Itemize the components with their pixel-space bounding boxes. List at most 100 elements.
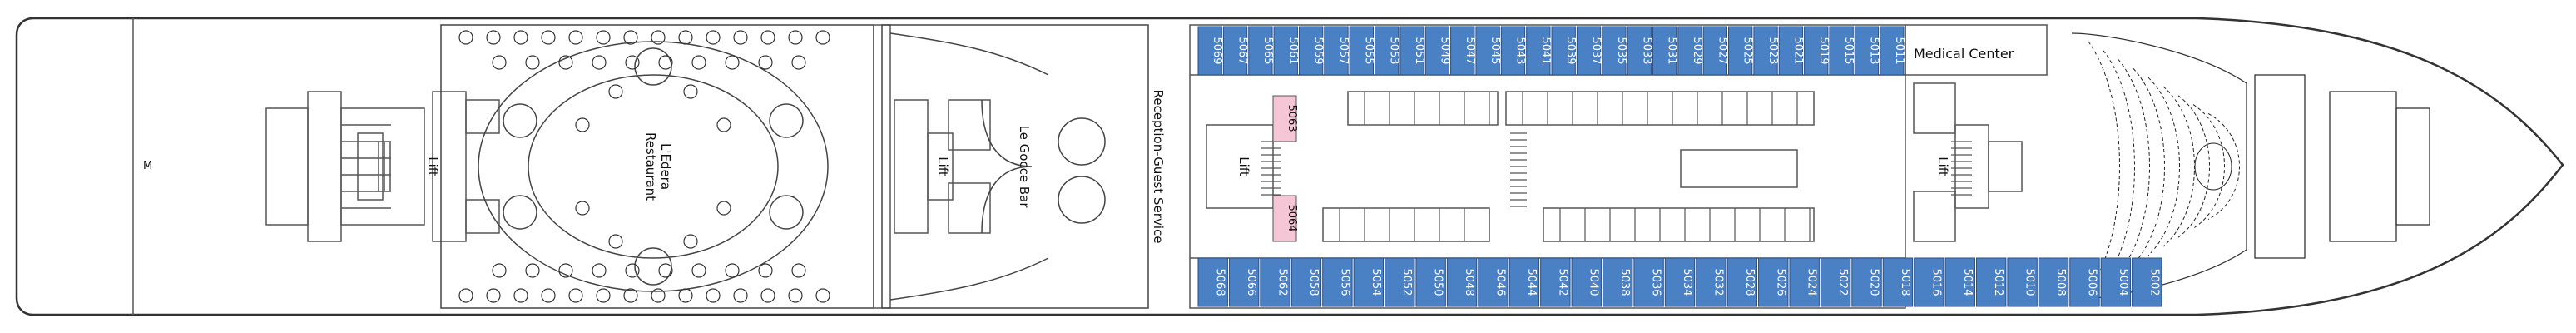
- medical-center-label: Medical Center: [1914, 46, 2014, 62]
- special-cabin-5063[interactable]: 5063: [1272, 95, 1298, 142]
- table-icon: [716, 201, 731, 216]
- cabin-label: 5008: [2054, 268, 2067, 296]
- cabin-5012[interactable]: 5012: [1975, 257, 2007, 307]
- cabin-label: 5027: [1716, 37, 1728, 64]
- cabin-5047[interactable]: 5047: [1450, 26, 1476, 76]
- cabin-5040[interactable]: 5040: [1571, 257, 1602, 307]
- cabin-5048[interactable]: 5048: [1446, 257, 1478, 307]
- cabin-label: 5037: [1590, 37, 1603, 64]
- cabin-5038[interactable]: 5038: [1602, 257, 1633, 307]
- table-icon: [716, 117, 731, 132]
- cabin-5027[interactable]: 5027: [1702, 26, 1728, 76]
- cabin-label: 5028: [1743, 268, 1756, 296]
- cabin-5037[interactable]: 5037: [1576, 26, 1603, 76]
- cabin-5062[interactable]: 5062: [1260, 257, 1290, 307]
- cabin-label: 5031: [1666, 37, 1678, 64]
- table-icon: [486, 30, 501, 45]
- cabin-5050[interactable]: 5050: [1415, 257, 1446, 307]
- cabin-5042[interactable]: 5042: [1540, 257, 1571, 307]
- cabin-5031[interactable]: 5031: [1652, 26, 1678, 76]
- cabin-5051[interactable]: 5051: [1399, 26, 1425, 76]
- cabin-5028[interactable]: 5028: [1726, 257, 1758, 307]
- cabin-5046[interactable]: 5046: [1478, 257, 1508, 307]
- cabin-5015[interactable]: 5015: [1829, 26, 1855, 76]
- cabin-5059[interactable]: 5059: [1298, 26, 1325, 76]
- cabin-label: 5069: [1211, 37, 1223, 64]
- special-cabin-5064[interactable]: 5064: [1272, 195, 1298, 242]
- table-icon: [651, 288, 666, 303]
- cabin-5016[interactable]: 5016: [1914, 257, 1944, 307]
- table-icon: [623, 30, 638, 45]
- table-icon: [568, 30, 583, 45]
- table-icon: [625, 55, 640, 70]
- cabin-label: 5062: [1276, 268, 1289, 296]
- cabin-label: 5051: [1413, 37, 1425, 64]
- cabin-5065[interactable]: 5065: [1248, 26, 1274, 76]
- cabin-5011[interactable]: 5011: [1880, 26, 1905, 76]
- lift-label-center: Lift: [935, 157, 950, 176]
- cabin-5014[interactable]: 5014: [1944, 257, 1975, 307]
- cabin-5024[interactable]: 5024: [1789, 257, 1820, 307]
- cabin-label: 5023: [1766, 37, 1779, 64]
- cabin-5052[interactable]: 5052: [1385, 257, 1415, 307]
- cabin-5036[interactable]: 5036: [1633, 257, 1664, 307]
- cabin-5033[interactable]: 5033: [1627, 26, 1652, 76]
- cabin-5061[interactable]: 5061: [1273, 26, 1299, 76]
- cabin-5055[interactable]: 5055: [1349, 26, 1375, 76]
- cabin-5035[interactable]: 5035: [1602, 26, 1627, 76]
- cabin-5020[interactable]: 5020: [1851, 257, 1882, 307]
- cabin-5066[interactable]: 5066: [1228, 257, 1260, 307]
- cabin-5019[interactable]: 5019: [1804, 26, 1830, 76]
- cabin-5008[interactable]: 5008: [2038, 257, 2069, 307]
- table-icon: [678, 288, 693, 303]
- table-icon: [733, 288, 748, 303]
- cabin-5041[interactable]: 5041: [1526, 26, 1552, 76]
- table-icon: [706, 30, 721, 45]
- cabin-5034[interactable]: 5034: [1664, 257, 1696, 307]
- table-icon: [683, 84, 698, 99]
- cabin-5029[interactable]: 5029: [1677, 26, 1703, 76]
- table-icon: [658, 55, 673, 70]
- cabin-5021[interactable]: 5021: [1778, 26, 1804, 76]
- cabin-label: 5022: [1836, 268, 1849, 296]
- cabin-5069[interactable]: 5069: [1197, 26, 1223, 76]
- cabin-label: 5032: [1712, 268, 1724, 296]
- cabin-label: 5047: [1464, 37, 1476, 64]
- cabin-5006[interactable]: 5006: [2069, 257, 2100, 307]
- table-icon: [788, 288, 803, 303]
- cabin-5039[interactable]: 5039: [1551, 26, 1577, 76]
- cabin-5045[interactable]: 5045: [1475, 26, 1501, 76]
- cabin-label: 5043: [1513, 37, 1526, 64]
- cabin-5032[interactable]: 5032: [1696, 257, 1726, 307]
- cabin-5049[interactable]: 5049: [1424, 26, 1450, 76]
- cabin-5023[interactable]: 5023: [1753, 26, 1779, 76]
- table-icon: [486, 288, 501, 303]
- cabin-5025[interactable]: 5025: [1728, 26, 1754, 76]
- cabin-5022[interactable]: 5022: [1820, 257, 1851, 307]
- cabin-label: 5010: [2024, 268, 2036, 296]
- special-cabin-5063-label: 5063: [1286, 104, 1298, 132]
- cabin-5026[interactable]: 5026: [1758, 257, 1789, 307]
- cabin-label: 5034: [1681, 268, 1693, 296]
- cabin-label: 5065: [1261, 37, 1274, 64]
- cabin-5004[interactable]: 5004: [2100, 257, 2132, 307]
- table-icon: [592, 263, 607, 278]
- table-icon: [733, 30, 748, 45]
- cabin-5002[interactable]: 5002: [2132, 257, 2162, 307]
- cabin-5054[interactable]: 5054: [1353, 257, 1385, 307]
- table-icon: [575, 201, 590, 216]
- cabin-5010[interactable]: 5010: [2007, 257, 2038, 307]
- cabin-5067[interactable]: 5067: [1222, 26, 1249, 76]
- cabin-5056[interactable]: 5056: [1322, 257, 1353, 307]
- cabin-5018[interactable]: 5018: [1882, 257, 1914, 307]
- cabin-5057[interactable]: 5057: [1324, 26, 1350, 76]
- table-icon: [608, 84, 623, 99]
- cabin-5053[interactable]: 5053: [1375, 26, 1400, 76]
- hull-outline: [15, 17, 2564, 316]
- table-icon: [541, 30, 556, 45]
- cabin-5058[interactable]: 5058: [1290, 257, 1322, 307]
- cabin-5068[interactable]: 5068: [1197, 257, 1228, 307]
- cabin-5043[interactable]: 5043: [1500, 26, 1526, 76]
- cabin-5013[interactable]: 5013: [1854, 26, 1880, 76]
- cabin-5044[interactable]: 5044: [1508, 257, 1540, 307]
